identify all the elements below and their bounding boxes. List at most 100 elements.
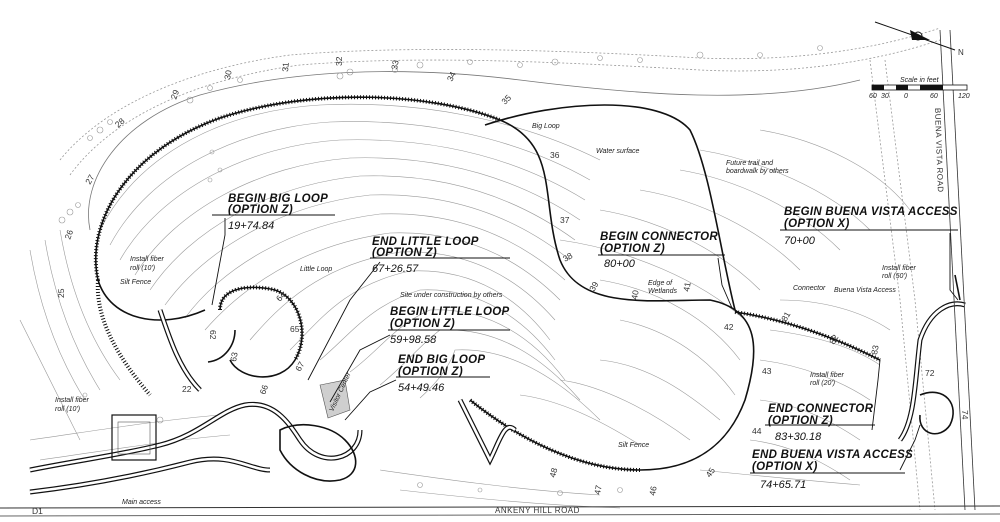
sta-47: 47 bbox=[592, 484, 604, 495]
svg-text:(OPTION Z): (OPTION Z) bbox=[390, 318, 455, 330]
svg-text:Scale in feet: Scale in feet bbox=[900, 77, 940, 84]
sta-40: 40 bbox=[629, 289, 641, 300]
svg-text:Wetlands: Wetlands bbox=[648, 288, 678, 295]
callout-end-connector: END CONNECTOR (OPTION Z) 83+30.18 bbox=[768, 403, 874, 443]
svg-text:roll (10'): roll (10') bbox=[55, 406, 80, 413]
sta-d1: D1 bbox=[32, 506, 43, 516]
sta-22: 22 bbox=[182, 384, 192, 394]
sta-41: 41 bbox=[681, 281, 693, 292]
svg-text:(OPTION Z): (OPTION Z) bbox=[600, 243, 665, 255]
svg-text:Install fiber: Install fiber bbox=[55, 397, 90, 404]
sta-44: 44 bbox=[752, 426, 762, 436]
sta-66: 66 bbox=[257, 383, 270, 396]
svg-text:BEGIN BUENA VISTA ACCESS: BEGIN BUENA VISTA ACCESS bbox=[784, 206, 958, 218]
svg-text:59+98.58: 59+98.58 bbox=[390, 334, 437, 346]
svg-text:54+49.46: 54+49.46 bbox=[398, 382, 445, 394]
sta-25: 25 bbox=[56, 288, 66, 298]
sta-34: 34 bbox=[445, 70, 458, 83]
svg-text:Future trail and: Future trail and bbox=[726, 160, 774, 167]
ankeny-hill-road-label: ANKENY HILL ROAD bbox=[495, 506, 580, 515]
callout-begin-little-loop: BEGIN LITTLE LOOP (OPTION Z) 59+98.58 bbox=[390, 306, 509, 346]
svg-text:Edge of: Edge of bbox=[648, 280, 673, 287]
svg-text:roll (20'): roll (20') bbox=[810, 380, 835, 387]
scale-bar: Scale in feet 60 30 0 60 120 bbox=[869, 77, 970, 100]
callout-end-little-loop: END LITTLE LOOP (OPTION Z) 67+26.57 bbox=[372, 236, 479, 275]
svg-text:boardwalk by others: boardwalk by others bbox=[726, 168, 789, 175]
svg-text:19+74.84: 19+74.84 bbox=[228, 220, 274, 232]
svg-text:0: 0 bbox=[904, 93, 908, 100]
main-access-road bbox=[29, 309, 517, 495]
svg-text:80+00: 80+00 bbox=[604, 258, 636, 270]
visitor-center-block bbox=[319, 379, 351, 419]
svg-text:BEGIN LITTLE LOOP: BEGIN LITTLE LOOP bbox=[390, 306, 509, 318]
svg-text:Water surface: Water surface bbox=[596, 148, 640, 155]
sta-31: 31 bbox=[280, 62, 291, 73]
sta-38: 38 bbox=[561, 250, 574, 264]
svg-text:(OPTION Z): (OPTION Z) bbox=[398, 366, 463, 378]
sta-43: 43 bbox=[762, 366, 772, 376]
road-edges bbox=[0, 29, 1000, 517]
svg-text:BEGIN BIG LOOP: BEGIN BIG LOOP bbox=[228, 193, 328, 205]
svg-text:N: N bbox=[958, 48, 964, 57]
svg-text:Install fiber: Install fiber bbox=[810, 372, 845, 379]
svg-text:Site under construction by oth: Site under construction by others bbox=[400, 292, 503, 299]
callout-begin-big-loop: BEGIN BIG LOOP (OPTION Z) 19+74.84 bbox=[228, 193, 328, 232]
svg-text:(OPTION Z): (OPTION Z) bbox=[372, 247, 437, 259]
sta-45: 45 bbox=[703, 465, 717, 479]
sta-67: 67 bbox=[293, 360, 307, 373]
sta-83: 83 bbox=[869, 344, 881, 355]
sta-28: 28 bbox=[113, 116, 127, 130]
sta-39: 39 bbox=[587, 280, 601, 293]
little-loop-trail bbox=[207, 285, 305, 378]
svg-text:Install fiber: Install fiber bbox=[130, 256, 165, 263]
svg-text:(OPTION X): (OPTION X) bbox=[784, 218, 850, 230]
sta-30: 30 bbox=[222, 69, 234, 80]
sta-63: 63 bbox=[228, 351, 240, 362]
sta-64: 64 bbox=[274, 289, 288, 303]
svg-text:END BIG LOOP: END BIG LOOP bbox=[398, 354, 485, 366]
svg-text:83+30.18: 83+30.18 bbox=[775, 431, 822, 443]
svg-text:60: 60 bbox=[869, 93, 877, 100]
svg-text:Connector: Connector bbox=[793, 285, 826, 292]
sta-82: 82 bbox=[827, 333, 841, 346]
sta-35: 35 bbox=[499, 92, 513, 106]
sta-27: 27 bbox=[83, 173, 97, 186]
sta-26: 26 bbox=[62, 228, 75, 241]
sta-33: 33 bbox=[389, 59, 401, 70]
svg-text:Big Loop: Big Loop bbox=[532, 123, 560, 130]
svg-text:Install fiber: Install fiber bbox=[882, 265, 917, 272]
sta-32: 32 bbox=[334, 56, 344, 66]
north-arrow-icon: N bbox=[874, 21, 964, 57]
svg-text:roll (50'): roll (50') bbox=[882, 273, 907, 280]
notes: Big Loop Water surface Future trail and … bbox=[55, 123, 917, 506]
connector-trail bbox=[734, 274, 966, 442]
sta-81: 81 bbox=[779, 310, 793, 323]
svg-text:Silt Fence: Silt Fence bbox=[120, 279, 151, 286]
svg-text:67+26.57: 67+26.57 bbox=[372, 263, 419, 275]
sta-29: 29 bbox=[168, 88, 181, 101]
svg-text:74+65.71: 74+65.71 bbox=[760, 479, 806, 491]
sta-36: 36 bbox=[550, 150, 560, 160]
sta-62: 62 bbox=[208, 330, 218, 340]
svg-text:(OPTION Z): (OPTION Z) bbox=[768, 415, 833, 427]
callout-leaders bbox=[211, 214, 959, 474]
svg-text:70+00: 70+00 bbox=[784, 235, 816, 247]
callout-begin-buena-vista: BEGIN BUENA VISTA ACCESS (OPTION X) 70+0… bbox=[784, 206, 958, 247]
svg-text:END LITTLE LOOP: END LITTLE LOOP bbox=[372, 236, 479, 248]
callout-end-big-loop: END BIG LOOP (OPTION Z) 54+49.46 bbox=[398, 354, 485, 394]
sta-48: 48 bbox=[547, 467, 559, 479]
sta-74: 74 bbox=[960, 410, 970, 420]
svg-text:roll (10'): roll (10') bbox=[130, 265, 155, 272]
svg-text:(OPTION X): (OPTION X) bbox=[752, 461, 818, 473]
big-loop-trail bbox=[93, 95, 755, 472]
sta-42: 42 bbox=[724, 322, 734, 332]
svg-text:END CONNECTOR: END CONNECTOR bbox=[768, 403, 874, 415]
sta-65: 65 bbox=[290, 324, 300, 334]
svg-text:60: 60 bbox=[930, 93, 938, 100]
svg-text:Little Loop: Little Loop bbox=[300, 266, 332, 273]
tree-symbols bbox=[58, 45, 823, 496]
sta-72: 72 bbox=[925, 368, 935, 378]
callout-end-buena-vista: END BUENA VISTA ACCESS (OPTION X) 74+65.… bbox=[752, 449, 913, 491]
callout-begin-connector: BEGIN CONNECTOR (OPTION Z) 80+00 bbox=[600, 231, 718, 270]
